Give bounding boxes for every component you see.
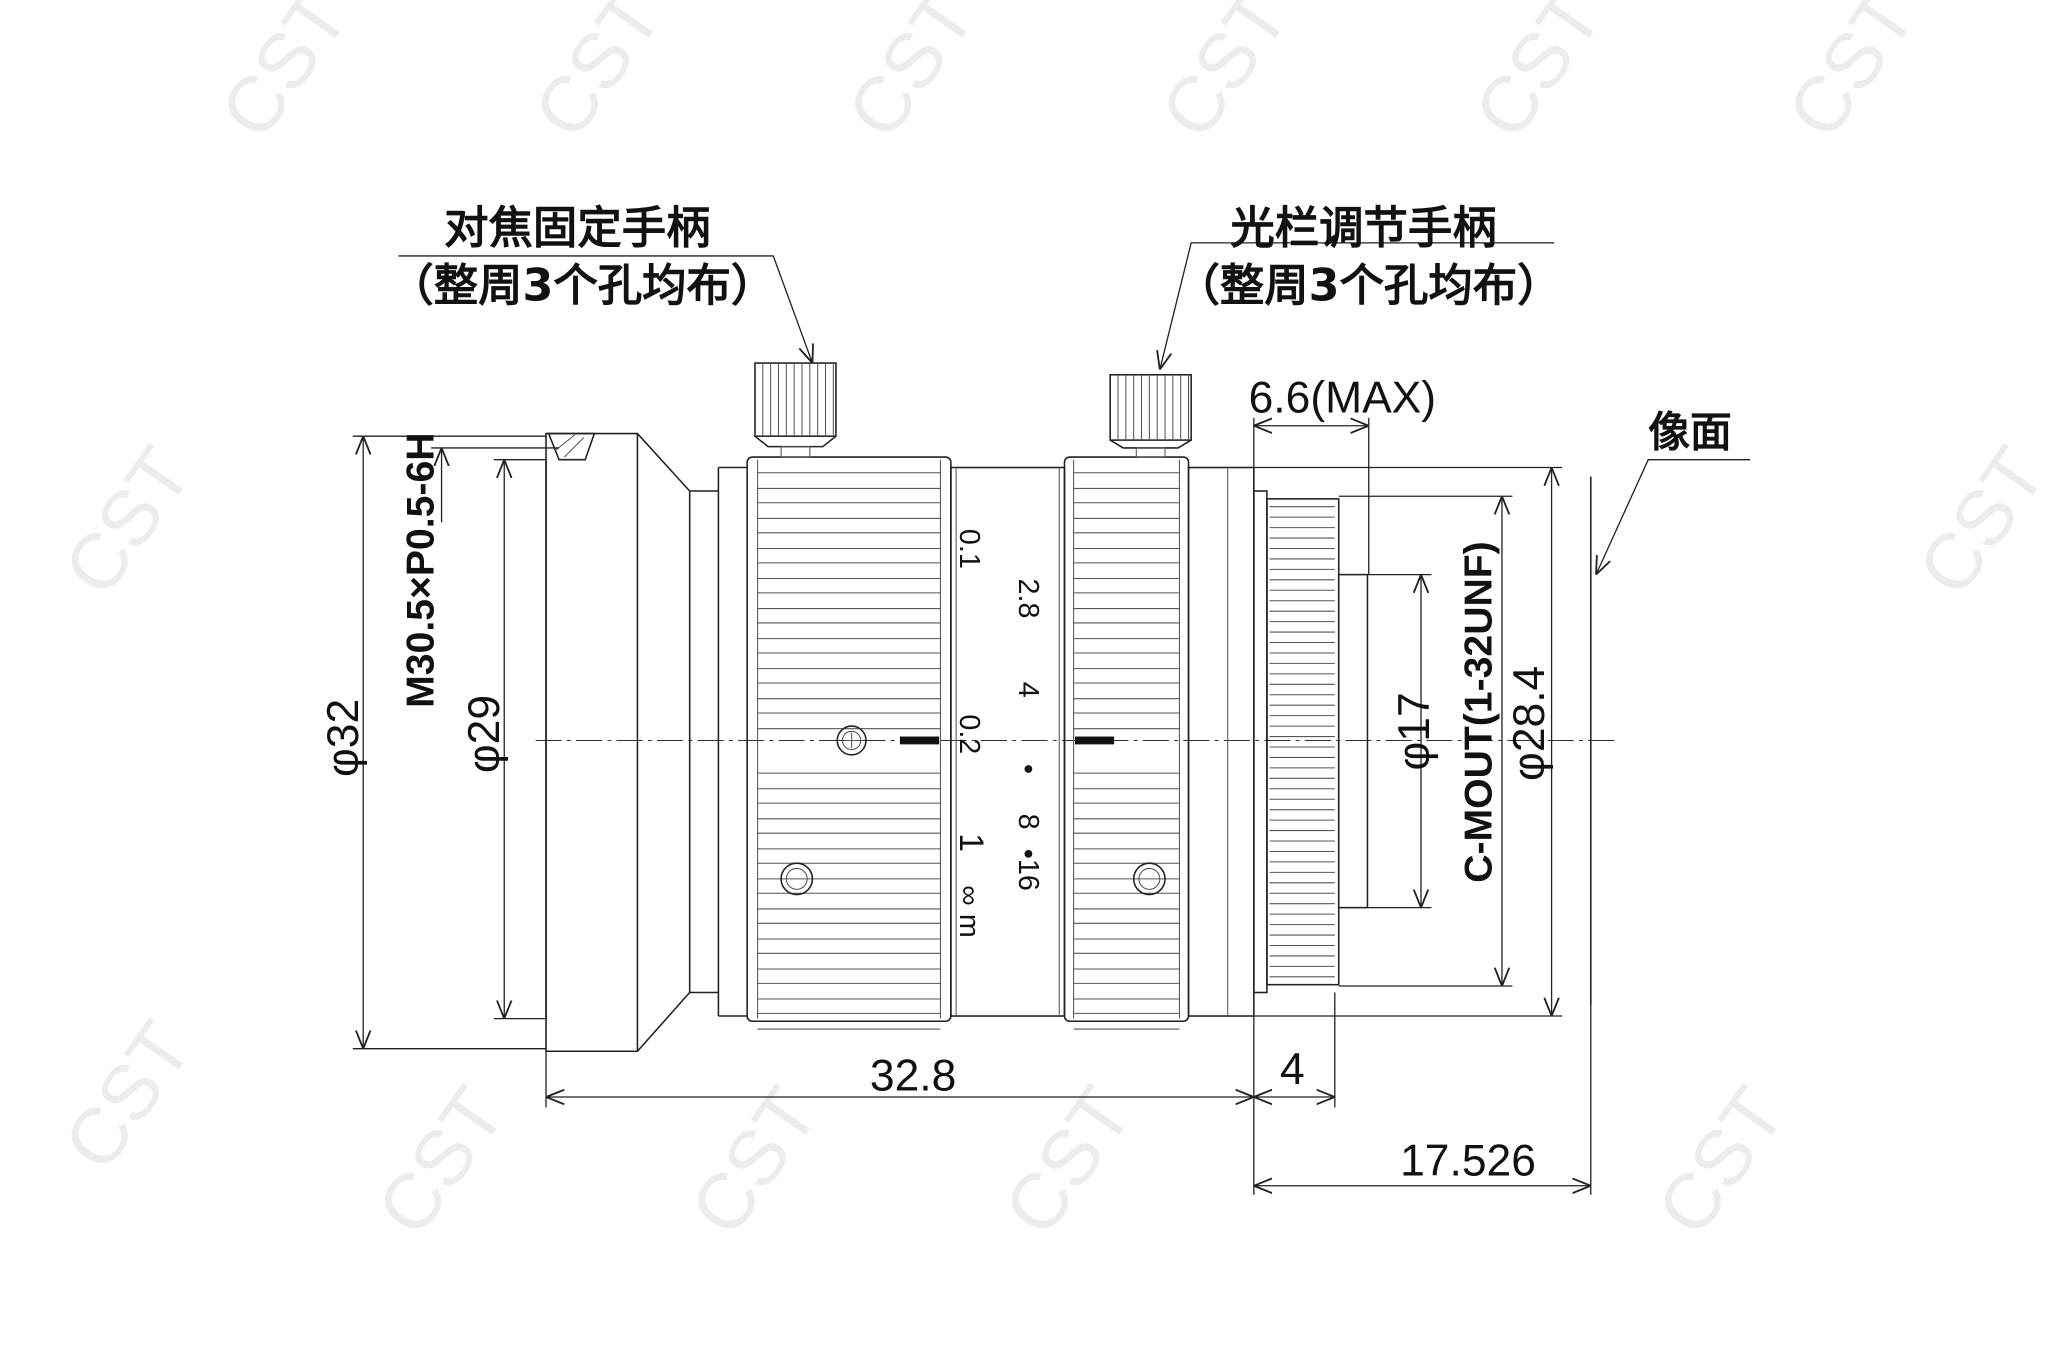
dim-length: 32.8 [870,1051,956,1100]
dim-protrusion: 6.6(MAX) [1249,374,1436,423]
iris-note: （整周3个孔均布） [1175,260,1561,311]
c-mount [1187,466,1369,1017]
filter-thread-label: M30.5×P0.5-6H [400,432,443,707]
focus-ring [746,456,952,1030]
focus-index-mark [899,736,940,745]
dim-flange: 4 [1280,1045,1305,1094]
dim-back-focus: 17.526 [1400,1136,1536,1185]
svg-text:CST: CST [1143,0,1305,153]
svg-text:CST: CST [830,0,992,153]
dimension-lines [352,242,1751,1195]
svg-text:CST: CST [1457,0,1619,153]
svg-text:CST: CST [360,1072,522,1251]
svg-text:CST: CST [673,1072,835,1251]
aperture-ring [1063,456,1190,1030]
iris-knob [1109,374,1192,458]
focus-scale-label: 0.1 [953,529,985,569]
front-ring [545,432,748,1053]
iris-scale-label: 4 [1012,682,1044,698]
iris-title: 光栏调节手柄 [1230,203,1496,254]
svg-text:CST: CST [46,1006,208,1185]
dim-phi-29: φ29 [460,695,509,773]
focus-lock-note: （整周3个孔均布） [389,260,775,311]
iris-scale-label: 2.8 [1012,579,1044,619]
svg-text:CST: CST [1770,0,1932,153]
image-plane-label: 像面 [1648,408,1732,457]
iris-scale-label: • [1012,764,1044,774]
focus-lock-title: 对焦固定手柄 [444,203,710,254]
dim-phi-28-4: φ28.4 [1505,666,1554,781]
svg-text:CST: CST [1640,1072,1802,1251]
focus-scale-label: ∞ m [953,885,985,937]
iris-scale: 2.8 4 • 8 •16 [1012,579,1044,891]
dim-phi-32: φ32 [319,699,368,777]
dim-phi-17: φ17 [1390,692,1439,770]
mount-label: C-MOUT(1-32UNF) [1458,541,1501,883]
svg-text:CST: CST [1901,432,2048,611]
watermark: CST CST CST CST CST CST CST CST CST CST … [46,0,2048,1250]
focus-scale: 0.1 0.2 1 ∞ m [952,529,990,938]
hole-icon [1132,862,1166,896]
iris-scale-label: 8 [1012,814,1044,830]
svg-text:CST: CST [517,0,679,153]
svg-text:CST: CST [987,1072,1149,1251]
iris-index-mark [1074,736,1115,745]
focus-scale-label: 1 [952,833,990,852]
focus-scale-label: 0.2 [953,714,985,754]
iris-scale-label: •16 [1012,849,1044,891]
svg-text:CST: CST [203,0,365,153]
hole-icon [780,862,814,896]
svg-text:CST: CST [46,432,208,611]
focus-lock-knob [754,362,837,458]
screw-icon [836,725,867,756]
